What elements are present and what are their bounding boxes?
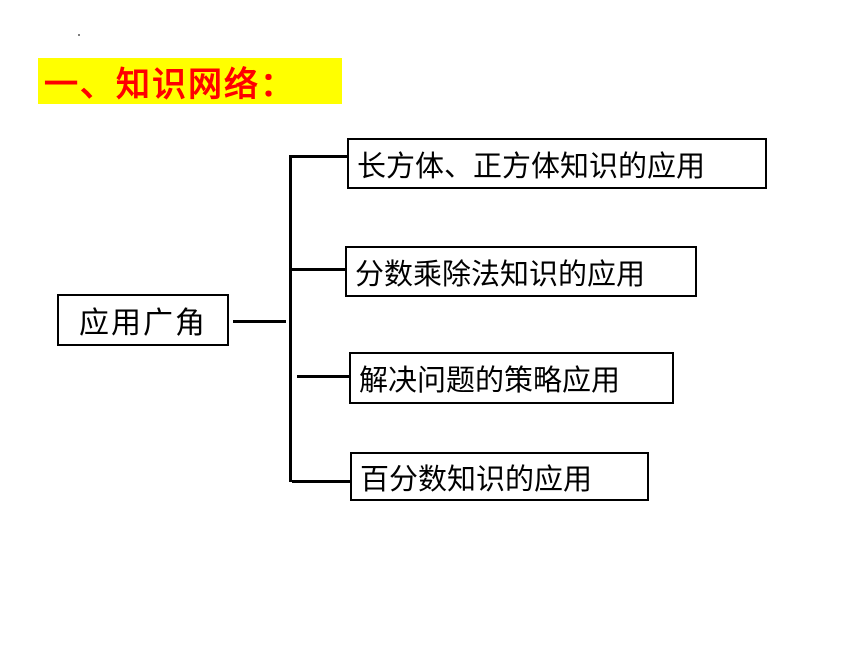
branch-node-1: 长方体、正方体知识的应用 bbox=[347, 138, 767, 189]
vertical-trunk-line bbox=[289, 155, 292, 482]
branch-connector-line-4 bbox=[292, 480, 350, 483]
branch-node-3: 解决问题的策略应用 bbox=[349, 352, 674, 404]
branch-connector-line-3 bbox=[297, 375, 349, 378]
branch-node-2: 分数乘除法知识的应用 bbox=[345, 246, 697, 297]
decorative-dot bbox=[78, 34, 80, 36]
root-node-label: 应用广角 bbox=[79, 306, 207, 341]
branch-connector-line-1 bbox=[289, 155, 347, 158]
root-node: 应用广角 bbox=[57, 294, 229, 346]
branch-node-label: 长方体、正方体知识的应用 bbox=[357, 148, 706, 183]
branch-node-4: 百分数知识的应用 bbox=[350, 452, 649, 501]
branch-node-label: 分数乘除法知识的应用 bbox=[355, 256, 646, 291]
root-connector-line bbox=[233, 320, 286, 323]
section-title-banner: 一、知识网络： bbox=[38, 58, 342, 105]
branch-node-label: 解决问题的策略应用 bbox=[359, 363, 621, 397]
branch-node-label: 百分数知识的应用 bbox=[360, 461, 593, 496]
section-title: 一、知识网络： bbox=[44, 64, 296, 105]
branch-connector-line-2 bbox=[289, 268, 345, 271]
